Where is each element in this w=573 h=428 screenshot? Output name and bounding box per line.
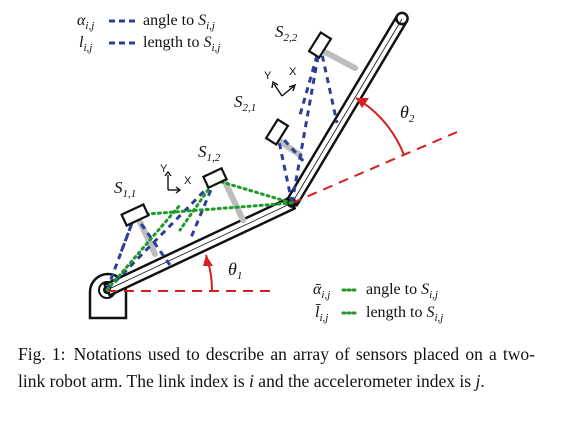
legend-alpha: αi,j angle to Si,j [77,12,215,32]
blue-dashed-lines [105,44,339,292]
sensor-s21 [264,117,290,147]
theta-1-arc [203,254,214,292]
svg-text:αi,j: αi,j [77,12,94,32]
axis-x-1: X [184,175,192,187]
label-s21: S2,1 [234,92,256,114]
svg-text:angle to Si,j: angle to Si,j [366,281,438,301]
caption-text-2: and the accelerometer index is [258,371,472,391]
svg-text:angle to Si,j: angle to Si,j [143,12,215,32]
sensor-s22 [307,30,333,60]
sensor-s11 [120,203,150,227]
axis-y-1: Y [160,163,168,175]
label-s22: S2,2 [275,22,298,44]
svg-text:ᾱi,j: ᾱi,j [313,281,330,301]
legend-length-bar: l̄i,j length to Si,j [315,304,443,324]
label-theta-2: θ2 [400,102,415,125]
axes-link-1 [164,170,182,194]
theta-2-arc [355,97,405,156]
svg-text:length to Si,j: length to Si,j [143,34,220,54]
legend-bottom: ᾱi,j angle to Si,j l̄i,j length to Si,j [313,281,443,324]
figure-caption: Fig. 1: Notations used to describe an ar… [18,341,535,395]
legend-length: li,j length to Si,j [79,34,220,54]
green-dotted-lines [105,178,294,292]
label-s11: S1,1 [114,178,136,200]
label-s12: S1,2 [198,142,221,164]
svg-text:l̄i,j: l̄i,j [315,304,329,324]
svg-text:li,j: li,j [79,34,92,54]
svg-text:length to Si,j: length to Si,j [366,304,443,324]
label-theta-1: θ1 [228,259,242,282]
legend-top: αi,j angle to Si,j li,j length to Si,j [77,12,220,54]
axes-link-2 [271,80,297,97]
caption-var-i: i [249,371,254,391]
caption-var-j: j [475,371,481,391]
axis-x-2: X [289,66,297,78]
axis-y-2: Y [264,70,272,82]
link-2 [285,11,409,207]
robot-arm-figure: S1,1 S1,2 S2,1 S2,2 θ1 θ2 Y X Y X αi,j a… [77,11,458,324]
sensor-s12 [201,166,229,190]
legend-alpha-bar: ᾱi,j angle to Si,j [313,281,438,301]
reference-lines [107,131,458,292]
caption-end: . [480,371,485,391]
caption-text-1: Notations used to describe an array of s… [18,344,535,391]
caption-label: Fig. 1: [18,344,66,364]
